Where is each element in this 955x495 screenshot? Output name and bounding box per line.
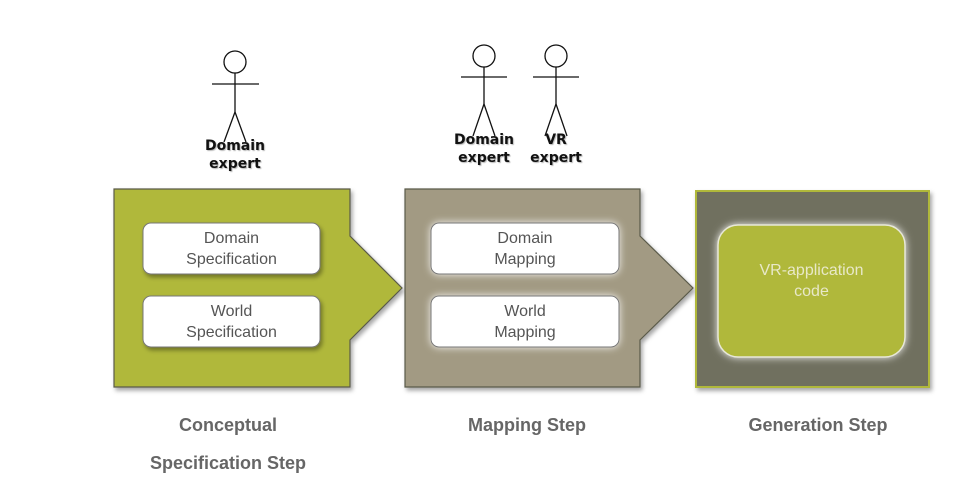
domain-expert-actor-mapping <box>461 44 507 137</box>
mapping-step-shape <box>404 188 694 388</box>
world-mapping-label: World Mapping <box>494 302 556 341</box>
world-specification-label: World Specification <box>186 302 277 341</box>
domain-specification-box <box>142 222 321 275</box>
actor-label-domain-expert-mapping: Domain expert <box>453 132 515 166</box>
domain-expert-actor-conceptual <box>212 50 259 143</box>
conceptual-step-label: Conceptual Specification Step <box>149 415 307 473</box>
actor-label-domain-expert-conceptual: Domain expert <box>204 138 266 172</box>
generation-step-label: Generation Step <box>748 415 888 435</box>
vr-expert-actor <box>533 44 579 137</box>
domain-mapping-label: Domain Mapping <box>494 229 556 268</box>
vr-application-code-label: VR-application code <box>759 262 864 300</box>
domain-mapping-box <box>430 222 620 275</box>
world-mapping-box <box>430 295 620 348</box>
conceptual-step-shape <box>113 188 403 388</box>
mapping-step-label: Mapping Step <box>468 415 586 435</box>
domain-specification-label: Domain Specification <box>186 229 277 268</box>
actor-label-vr-expert: VR expert <box>530 132 582 166</box>
vr-application-code-box <box>717 224 906 358</box>
world-specification-box <box>142 295 321 348</box>
